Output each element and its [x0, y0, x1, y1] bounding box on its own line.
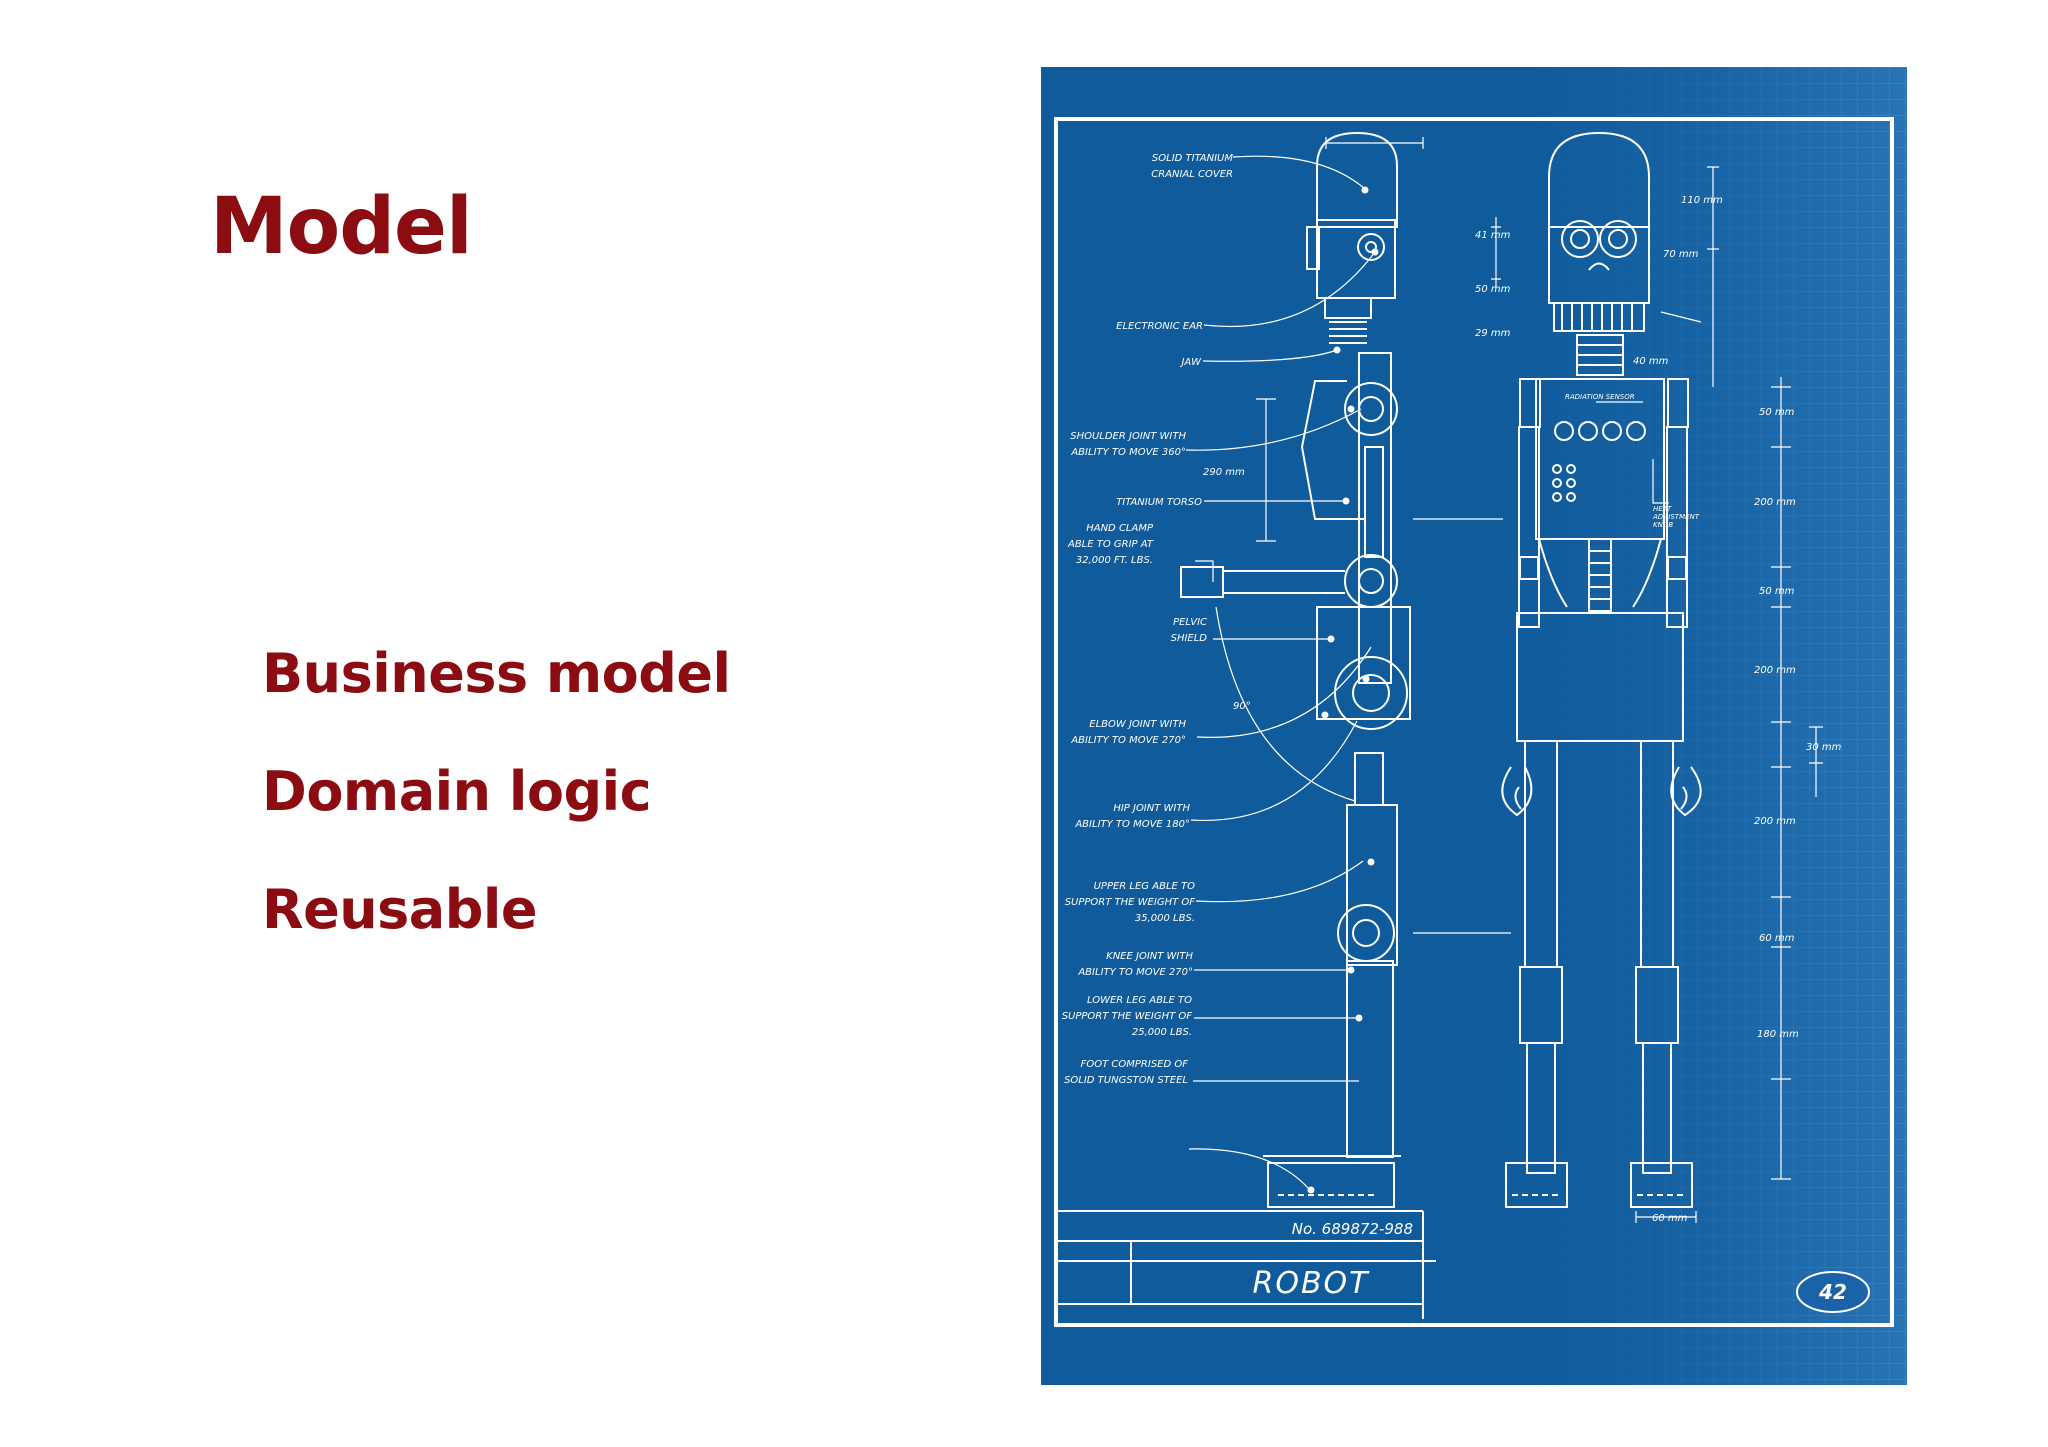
svg-text:SHOULDER JOINT WITH: SHOULDER JOINT WITH	[1070, 431, 1186, 442]
svg-text:ADJUSTMENT: ADJUSTMENT	[1652, 513, 1700, 521]
svg-text:180 mm: 180 mm	[1757, 1029, 1799, 1040]
svg-text:ABILITY TO MOVE 270°: ABILITY TO MOVE 270°	[1077, 967, 1193, 978]
svg-text:ABLE TO GRIP AT: ABLE TO GRIP AT	[1067, 539, 1154, 550]
svg-text:200 mm: 200 mm	[1754, 816, 1796, 827]
bullet-business-model: Business model	[262, 642, 731, 705]
robot-front-view	[1501, 131, 1702, 1208]
blueprint-callouts: SOLID TITANIUM CRANIAL COVER ELECTRONIC …	[1062, 153, 1700, 1086]
svg-text:UPPER LEG ABLE TO: UPPER LEG ABLE TO	[1094, 881, 1196, 892]
blueprint-frame	[1054, 117, 1894, 1327]
svg-text:ABILITY TO MOVE 360°: ABILITY TO MOVE 360°	[1070, 447, 1186, 458]
svg-text:LOWER LEG ABLE TO: LOWER LEG ABLE TO	[1087, 995, 1192, 1006]
bullet-domain-logic: Domain logic	[262, 760, 652, 823]
svg-text:110 mm: 110 mm	[1681, 195, 1723, 206]
svg-text:200 mm: 200 mm	[1754, 497, 1796, 508]
svg-text:HIP JOINT WITH: HIP JOINT WITH	[1113, 803, 1190, 814]
drawing-title: ROBOT	[1253, 1266, 1371, 1301]
svg-text:PELVIC: PELVIC	[1173, 617, 1207, 628]
svg-text:50 mm: 50 mm	[1759, 407, 1795, 418]
svg-text:60 mm: 60 mm	[1652, 1213, 1688, 1224]
svg-text:RADIATION SENSOR: RADIATION SENSOR	[1565, 393, 1635, 401]
svg-text:CRANIAL COVER: CRANIAL COVER	[1151, 169, 1233, 180]
svg-text:30 mm: 30 mm	[1806, 742, 1842, 753]
svg-text:KNOB: KNOB	[1653, 521, 1673, 529]
callout-dots	[1307, 186, 1379, 1194]
svg-text:SHIELD: SHIELD	[1171, 633, 1208, 644]
svg-text:SUPPORT THE WEIGHT OF: SUPPORT THE WEIGHT OF	[1062, 1011, 1193, 1022]
robot-blueprint: SOLID TITANIUM CRANIAL COVER ELECTRONIC …	[1041, 67, 1907, 1385]
bullet-list: Business model Domain logic Reusable	[262, 630, 731, 984]
svg-text:FOOT COMPRISED OF: FOOT COMPRISED OF	[1081, 1059, 1189, 1070]
svg-text:90°: 90°	[1233, 701, 1251, 712]
slide-title: Model	[210, 182, 473, 272]
svg-text:25,000 LBS.: 25,000 LBS.	[1132, 1027, 1192, 1038]
svg-text:SOLID TITANIUM: SOLID TITANIUM	[1152, 153, 1233, 164]
svg-text:200 mm: 200 mm	[1754, 665, 1796, 676]
svg-text:JAW: JAW	[1179, 357, 1202, 368]
svg-text:SOLID TUNGSTON STEEL: SOLID TUNGSTON STEEL	[1064, 1075, 1188, 1086]
svg-text:HEAT: HEAT	[1653, 505, 1672, 513]
title-block: No. 689872-988 ROBOT	[1056, 1210, 1436, 1319]
svg-text:32,000 FT. LBS.: 32,000 FT. LBS.	[1076, 555, 1153, 566]
robot-side-view	[1180, 131, 1411, 1208]
svg-text:35,000 LBS.: 35,000 LBS.	[1135, 913, 1195, 924]
svg-text:TITANIUM TORSO: TITANIUM TORSO	[1116, 497, 1202, 508]
svg-text:KNEE JOINT WITH: KNEE JOINT WITH	[1106, 951, 1193, 962]
svg-text:70 mm: 70 mm	[1663, 249, 1699, 260]
leader-lines	[1185, 137, 1823, 1223]
page-number-badge: 42	[1796, 1271, 1870, 1313]
drawing-number: No. 689872-988	[1292, 1220, 1413, 1238]
svg-text:41 mm: 41 mm	[1475, 230, 1511, 241]
svg-text:ABILITY TO MOVE 180°: ABILITY TO MOVE 180°	[1074, 819, 1190, 830]
blueprint-dimensions: 41 mm 50 mm 29 mm 110 mm 70 mm 40 mm 290…	[1203, 195, 1842, 1224]
svg-text:40 mm: 40 mm	[1633, 356, 1669, 367]
bullet-reusable: Reusable	[262, 878, 538, 941]
svg-text:290 mm: 290 mm	[1203, 467, 1245, 478]
svg-text:ELBOW JOINT WITH: ELBOW JOINT WITH	[1089, 719, 1186, 730]
svg-text:ABILITY TO MOVE 270°: ABILITY TO MOVE 270°	[1070, 735, 1186, 746]
svg-text:ELECTRONIC EAR: ELECTRONIC EAR	[1116, 321, 1203, 332]
svg-text:50 mm: 50 mm	[1759, 586, 1795, 597]
page-number: 42	[1818, 1280, 1847, 1304]
svg-text:50 mm: 50 mm	[1475, 284, 1511, 295]
svg-text:29 mm: 29 mm	[1475, 328, 1511, 339]
svg-text:HAND CLAMP: HAND CLAMP	[1086, 523, 1154, 534]
svg-text:60 mm: 60 mm	[1759, 933, 1795, 944]
svg-text:SUPPORT THE WEIGHT OF: SUPPORT THE WEIGHT OF	[1065, 897, 1196, 908]
